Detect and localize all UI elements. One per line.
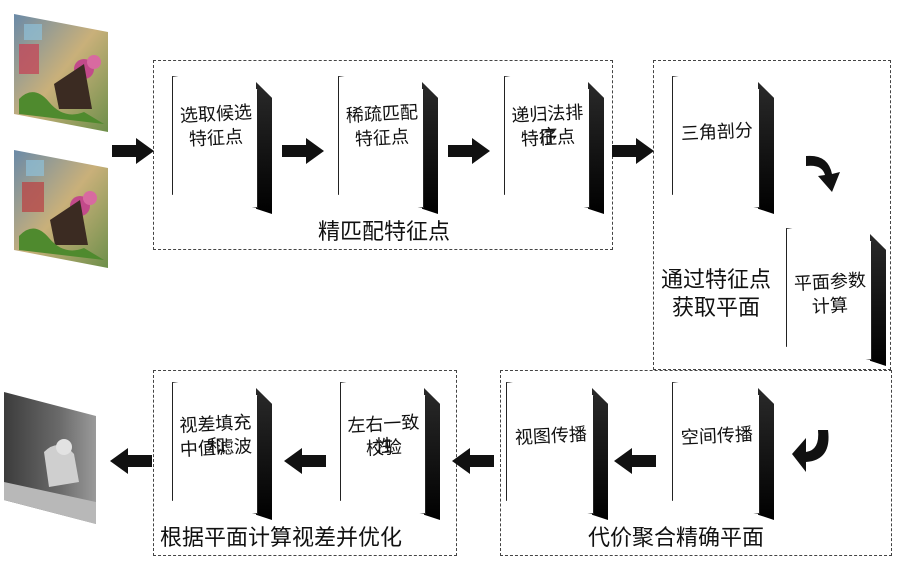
block-recursive-sort-line2: 特征点 [520, 126, 576, 151]
disparity-map-output [4, 392, 96, 524]
group-refine-label: 根据平面计算视差并优化 [160, 526, 403, 551]
curved-arrow-icon [792, 430, 836, 476]
left-arrow-icon [284, 448, 326, 474]
left-arrow-icon [110, 448, 152, 474]
left-arrow-icon [452, 448, 494, 474]
block-select-candidates-line2: 特征点 [188, 126, 244, 151]
group-plane-label-line2: 获取平面 [672, 296, 761, 321]
block-fill-median: 视差填充和 中值滤波 [172, 382, 272, 520]
block-lr-consistency: 左右一致性 校验 [340, 382, 440, 520]
block-lr-consistency-line2: 校验 [365, 437, 403, 460]
group-match-label: 精匹配特征点 [318, 220, 451, 245]
block-select-candidates: 选取候选 特征点 [172, 76, 272, 214]
right-input-image [14, 150, 108, 268]
group-plane-label-line1: 通过特征点 [661, 268, 772, 293]
block-plane-params: 平面参数 计算 [786, 228, 886, 366]
block-plane-params-line1: 平面参数 [793, 270, 867, 295]
block-view-propagation-label: 视图传播 [514, 424, 588, 449]
group-cost-label: 代价聚合精确平面 [588, 526, 765, 551]
right-arrow-icon [448, 138, 490, 164]
block-fill-median-line2: 中值滤波 [179, 436, 253, 461]
block-view-propagation: 视图传播 [506, 382, 608, 520]
block-plane-params-line2: 计算 [811, 295, 849, 318]
block-triangulation-label: 三角剖分 [680, 120, 754, 145]
block-space-propagation-label: 空间传播 [680, 424, 754, 449]
block-sparse-match-line2: 特征点 [354, 126, 410, 151]
right-arrow-icon [282, 138, 324, 164]
right-arrow-icon [612, 138, 654, 164]
right-arrow-icon [112, 138, 154, 164]
block-sparse-match: 稀疏匹配 特征点 [338, 76, 438, 214]
curved-arrow-icon [806, 150, 850, 196]
block-triangulation: 三角剖分 [672, 76, 774, 214]
block-sparse-match-line1: 稀疏匹配 [345, 102, 419, 127]
block-recursive-sort: 递归法排序 特征点 [504, 76, 604, 214]
left-input-image [14, 14, 108, 132]
block-select-candidates-line1: 选取候选 [179, 102, 253, 127]
group-cost-box [500, 370, 892, 556]
left-arrow-icon [614, 448, 656, 474]
group-plane-box [653, 60, 891, 370]
block-space-propagation: 空间传播 [672, 382, 774, 520]
